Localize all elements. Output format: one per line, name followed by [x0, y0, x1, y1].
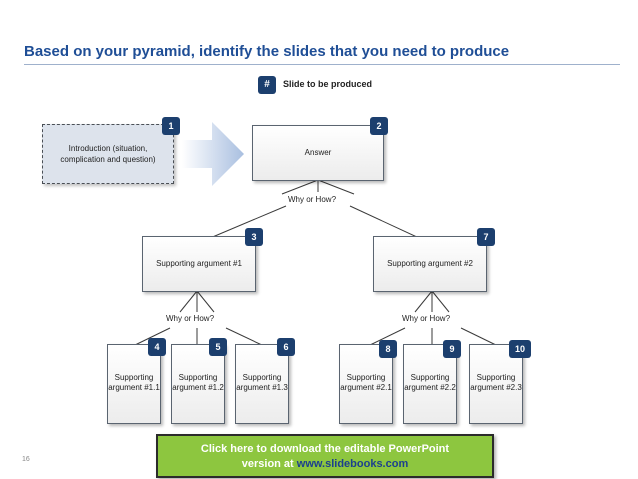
leaf-box-1-3: Supporting argument #1.3 — [235, 344, 289, 424]
title-divider — [24, 64, 620, 65]
slide-badge-leaf-1-2: 5 — [209, 338, 227, 356]
slidebooks-link[interactable]: www.slidebooks.com — [296, 458, 409, 470]
cta-line-2-prefix: version at — [241, 458, 297, 470]
slide-badge-leaf-2-3: 10 — [509, 340, 531, 358]
right-arrow-icon — [182, 122, 244, 186]
download-cta-button[interactable]: Click here to download the editable Powe… — [156, 434, 494, 478]
slide-badge-intro: 1 — [162, 117, 180, 135]
slide-badge-supporting-1: 3 — [245, 228, 263, 246]
why-label-sa2: Why or How? — [402, 314, 451, 323]
connector-sa2-right — [460, 327, 499, 347]
leaf-box-1-2: Supporting argument #1.2 — [171, 344, 225, 424]
intro-text: Introduction (situation, complication an… — [60, 144, 156, 164]
connector-sa1-left — [132, 327, 171, 347]
leaf-text: Supporting argument #2.2 — [404, 373, 456, 392]
supporting-text: Supporting argument #2 — [387, 259, 473, 268]
connector-sa1-right-tick — [196, 290, 215, 313]
cta-line-2: version at www.slidebooks.com — [158, 457, 492, 472]
slide-badge-supporting-2: 7 — [477, 228, 495, 246]
slide-badge-leaf-2-2: 9 — [443, 340, 461, 358]
supporting-box-1: Supporting argument #1 — [142, 236, 256, 292]
slide-badge-leaf-1-1: 4 — [148, 338, 166, 356]
connector-sa1-left-tick — [179, 290, 198, 313]
answer-text: Answer — [304, 148, 332, 157]
slide-badge-leaf-1-3: 6 — [277, 338, 295, 356]
connector-answer-left-tick — [281, 179, 319, 195]
connector-sa2-left — [367, 327, 406, 347]
legend-badge: # — [258, 76, 276, 94]
legend-text: Slide to be produced — [283, 79, 373, 89]
why-label-sa1: Why or How? — [166, 314, 215, 323]
leaf-text: Supporting argument #1.2 — [172, 373, 224, 392]
connector-sa2-right-tick — [431, 290, 450, 313]
slide-badge-leaf-2-1: 8 — [379, 340, 397, 358]
supporting-text: Supporting argument #1 — [156, 259, 242, 268]
intro-box: Introduction (situation, complication an… — [42, 124, 174, 184]
page-number: 16 — [22, 456, 30, 463]
why-label-top: Why or How? — [288, 195, 337, 204]
leaf-text: Supporting argument #2.1 — [340, 373, 392, 392]
slide-badge-answer: 2 — [370, 117, 388, 135]
leaf-text: Supporting argument #1.3 — [236, 373, 288, 392]
answer-box: Answer — [252, 125, 384, 181]
leaf-box-2-2: Supporting argument #2.2 — [403, 344, 457, 424]
leaf-text: Supporting argument #2.3 — [470, 373, 522, 392]
connector-sa1-right — [225, 327, 265, 347]
leaf-box-1-1: Supporting argument #1.1 — [107, 344, 161, 424]
page-title: Based on your pyramid, identify the slid… — [24, 43, 510, 60]
supporting-box-2: Supporting argument #2 — [373, 236, 487, 292]
cta-line-1: Click here to download the editable Powe… — [200, 443, 450, 455]
connector-answer-right-tick — [317, 179, 355, 195]
connector-sa2-left-tick — [414, 290, 433, 313]
leaf-text: Supporting argument #1.1 — [108, 373, 160, 392]
